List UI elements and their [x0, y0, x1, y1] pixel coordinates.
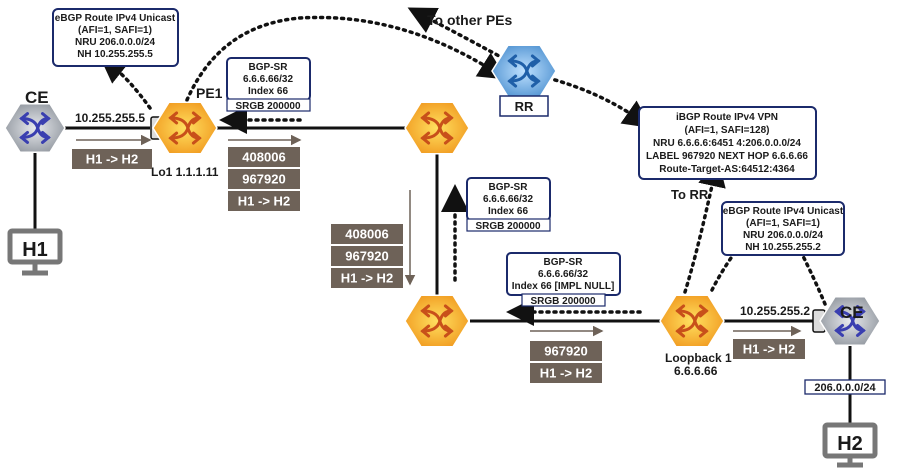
loopback1-ip: 6.6.6.66 [674, 364, 718, 378]
callout-line: iBGP Route IPv4 VPN [676, 112, 778, 123]
p2-router [404, 294, 470, 348]
callout-line: NRU 6.6.6.6:6451 4:206.0.0.0/24 [653, 138, 801, 149]
pe1-router [152, 101, 218, 155]
srgb-label: SRGB 200000 [235, 101, 300, 112]
label-box [228, 147, 300, 167]
callout-line: BGP-SR [544, 257, 584, 268]
h2-label: H2 [837, 433, 863, 455]
rr-label: RR [515, 99, 534, 114]
rr-box [499, 95, 549, 117]
callout-line: Index 66 [IMPL NULL] [512, 281, 615, 292]
stack-pe1_out: 408006 967920 H1 -> H2 [228, 147, 300, 211]
router-arrows-icon [420, 304, 454, 338]
callout-line: Index 66 [488, 206, 528, 217]
subnet-label: 206.0.0.0/24 [814, 382, 876, 394]
callout-bgpsr-top: BGP-SR 6.6.6.66/32 Index 66 SRGB 200000 [226, 57, 311, 112]
rr-router [491, 44, 557, 98]
srgb-label: SRGB 200000 [530, 296, 595, 307]
host-h1: H1 [7, 228, 63, 276]
label-box [331, 246, 403, 266]
h1-label: H1 [22, 239, 48, 261]
label-value: 967920 [345, 249, 388, 264]
label-box [530, 363, 602, 383]
callout-line: NRU 206.0.0.0/24 [743, 230, 823, 241]
callout-line: NRU 206.0.0.0/24 [75, 37, 155, 48]
callout-line: 6.6.6.66/32 [243, 74, 293, 85]
to-other-pes-label: To other PEs [427, 12, 513, 28]
label-box [733, 339, 805, 359]
label-box [228, 169, 300, 189]
ebgp-right-pointer-b [798, 248, 827, 306]
pe1-label: PE1 [196, 85, 223, 101]
pe2-to-rr-arrow [683, 158, 726, 294]
to-rr-label: To RR [671, 187, 709, 202]
label-value: H1 -> H2 [86, 152, 138, 167]
label-value: 408006 [345, 227, 388, 242]
ce-left-router [4, 103, 66, 153]
router-arrows-icon [675, 304, 709, 338]
label-value: H1 -> H2 [238, 194, 290, 209]
callout-line: LABEL 967920 NEXT HOP 6.6.6.66 [646, 151, 808, 162]
callout-line: (AFI=1, SAFI=1) [746, 218, 820, 229]
callout-bgpsr-bottom: BGP-SR 6.6.6.66/32 Index 66 [IMPL NULL] … [506, 252, 621, 307]
label-value: H1 -> H2 [341, 271, 393, 286]
srgb-label: SRGB 200000 [475, 221, 540, 232]
callout-line: Route-Target-AS:64512:4364 [659, 164, 795, 175]
label-value: 408006 [242, 150, 285, 165]
ce-left-label: CE [25, 88, 49, 107]
ebgp-left-pointer [99, 55, 152, 110]
callout-line: (AFI=1, SAFI=1) [78, 25, 152, 36]
callout-line: eBGP Route IPv4 Unicast [55, 13, 176, 24]
links [33, 126, 852, 425]
callout-ebgp-right: eBGP Route IPv4 Unicast (AFI=1, SAFI=1) … [721, 201, 845, 256]
label-box [331, 268, 403, 288]
link-left-ip: 10.255.255.5 [75, 111, 145, 125]
label-box [331, 224, 403, 244]
router-arrows-icon [834, 305, 866, 337]
callout-line: NH 10.255.255.2 [745, 242, 821, 253]
callout-ibgp-vpn: iBGP Route IPv4 VPN (AFI=1, SAFI=128) NR… [638, 106, 817, 180]
label-value: H1 -> H2 [743, 342, 795, 357]
p1-router [404, 101, 470, 155]
callout-line: (AFI=1, SAFI=128) [684, 125, 769, 136]
label-box [72, 149, 152, 169]
rr-to-vpn-callout [546, 76, 652, 129]
stack-bottom: 967920 H1 -> H2 [530, 341, 602, 383]
pe2-router [659, 294, 725, 348]
stack-ce_right_pkt: H1 -> H2 [733, 339, 805, 359]
lo1-label: Lo1 1.1.1.11 [151, 165, 219, 179]
label-value: 967920 [544, 344, 587, 359]
callout-ebgp-left: eBGP Route IPv4 Unicast (AFI=1, SAFI=1) … [52, 8, 179, 67]
label-stacks: H1 -> H2 408006 967920 H1 -> H2 408006 967920… [72, 147, 805, 383]
callout-line: Index 66 [248, 86, 288, 97]
router-arrows-icon [19, 112, 51, 144]
label-value: 967920 [242, 172, 285, 187]
callout-line: BGP-SR [489, 182, 529, 193]
loopback1-label: Loopback 1 [665, 351, 732, 365]
label-box [530, 341, 602, 361]
host-h2: H2 [822, 422, 878, 468]
subnet-box [804, 379, 886, 395]
router-arrows-icon [507, 54, 541, 88]
callout-bgpsr-mid: BGP-SR 6.6.6.66/32 Index 66 SRGB 200000 [466, 177, 551, 232]
callout-line: NH 10.255.255.5 [77, 49, 153, 60]
callout-line: 6.6.6.66/32 [483, 194, 533, 205]
routers [4, 44, 881, 348]
router-arrows-icon [420, 111, 454, 145]
ce-right-router [819, 296, 881, 346]
data-plane-arrows [76, 134, 802, 337]
callout-line: eBGP Route IPv4 Unicast [723, 206, 844, 217]
callout-line: 6.6.6.66/32 [538, 269, 588, 280]
stack-ce_left_pkt: H1 -> H2 [72, 149, 152, 169]
label-value: H1 -> H2 [540, 366, 592, 381]
ce-right-label: CE [840, 303, 864, 322]
link-right-ip: 10.255.255.2 [740, 304, 810, 318]
router-arrows-icon [168, 111, 202, 145]
vpn-route-to-pe1 [185, 15, 507, 102]
stack-vertical: 408006 967920 H1 -> H2 [331, 224, 403, 288]
callout-line: BGP-SR [249, 62, 289, 73]
label-box [228, 191, 300, 211]
